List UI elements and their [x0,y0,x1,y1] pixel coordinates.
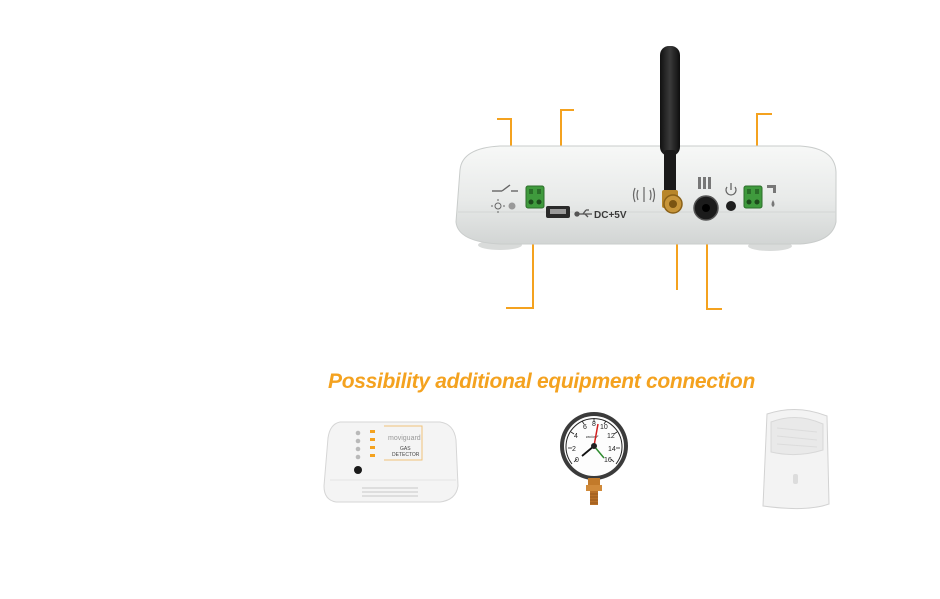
terminal-block-left [525,185,545,209]
gas-detector-brand: moviguard [388,435,421,442]
callout-line-power-vertical [706,228,708,310]
gauge-needle-red [593,423,599,447]
gas-detector-label-line2: DETECTOR [392,452,420,458]
gauge-tick-14: 14 [608,446,616,453]
gauge-unit: кгс/см² [586,434,599,439]
motion-sensor-lens [776,427,818,448]
motion-sensor-led [793,474,798,484]
gauge-tick-2: 2 [572,446,576,453]
gauge-tick-16: 16 [604,457,612,464]
section-heading: Possibility additional equipment connect… [328,370,755,393]
light-icon [491,199,505,213]
usb-icon [574,209,592,218]
gas-detector-sensor [354,466,362,474]
switch-icon [492,184,518,192]
gauge-tick-6: 6 [583,424,587,431]
contact-icon [508,202,516,210]
gauge-tick-0: 0 [575,457,579,464]
gauge-tick-10: 10 [600,424,608,431]
pressure-gauge: 0 2 4 6 8 10 12 14 16 кгс/см² [560,412,628,505]
callout-line-input-vertical [532,207,534,309]
gas-detector-vents [362,487,418,497]
gauge-tick-12: 12 [607,433,615,440]
motion-sensor [762,409,830,510]
gas-detector: moviguard GAS DETECTOR [323,421,459,503]
callout-line-usb-horizontal [560,109,574,111]
callout-line-antenna-vertical [676,217,678,290]
callout-line-input-horizontal [506,307,534,309]
water-tap-icon [767,185,776,207]
antenna [660,46,680,156]
gsm-device: DC+5V [455,46,837,251]
gas-detector-label-line1: GAS [400,446,411,452]
gauge-tick-4: 4 [574,433,578,440]
gauge-stem [588,478,600,486]
callout-line-switch-horizontal [497,118,512,120]
power-icon [725,183,737,196]
gas-detector-led-indicators [355,430,361,460]
power-button[interactable] [726,201,736,211]
callout-line-power-horizontal [706,308,722,310]
terminal-block-right [743,185,763,209]
usb-label: DC+5V [594,210,627,221]
antenna-signal-icon [632,187,656,203]
battery-icon [698,177,711,189]
callout-line-tap-horizontal [756,113,772,115]
gauge-tick-8: 8 [592,421,596,428]
